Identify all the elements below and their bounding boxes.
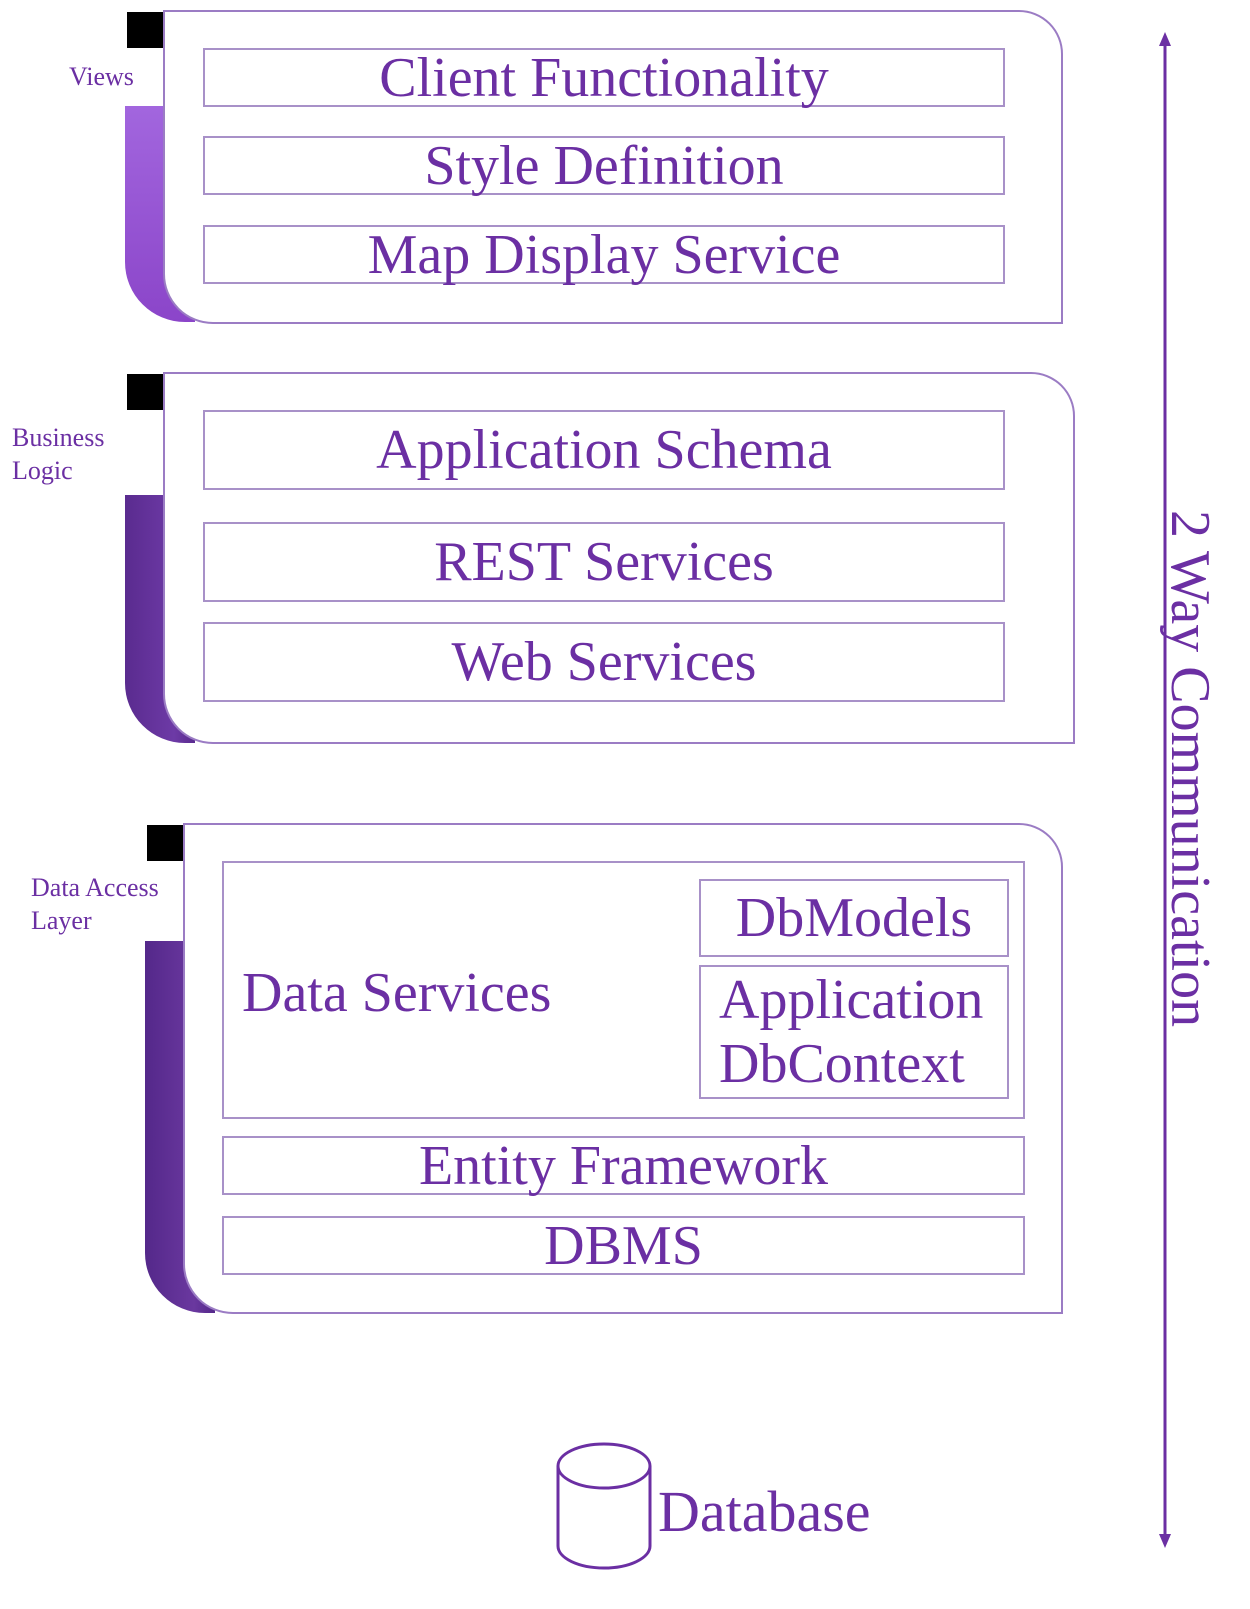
- data-access-tab-marker: [147, 825, 183, 861]
- communication-label: 2 Way Communication: [1159, 510, 1221, 1028]
- data-services-label: Data Services: [242, 962, 552, 1024]
- application-dbcontext-label: Application DbContext: [719, 969, 984, 1095]
- rest-services-box: REST Services: [203, 522, 1005, 602]
- data-access-layer: Data Services DbModels Application DbCon…: [145, 823, 1065, 1315]
- views-tab-marker: [127, 12, 163, 48]
- views-label: Views: [69, 62, 134, 91]
- data-access-label: Data Access Layer: [31, 873, 159, 935]
- entity-framework-box: Entity Framework: [222, 1136, 1025, 1195]
- views-layer: Client Functionality Style Definition Ma…: [125, 10, 1065, 325]
- business-logic-layer: Application Schema REST Services Web Ser…: [125, 372, 1077, 745]
- dbms-box: DBMS: [222, 1216, 1025, 1275]
- dbmodels-box: DbModels: [699, 879, 1009, 957]
- business-logic-panel: [163, 372, 1075, 744]
- two-way-arrow-icon: [1159, 32, 1171, 1548]
- map-display-service-box: Map Display Service: [203, 225, 1005, 284]
- data-access-panel: [183, 823, 1063, 1314]
- style-definition-box: Style Definition: [203, 136, 1005, 195]
- business-logic-label: Business Logic: [12, 423, 105, 485]
- database-cylinder-icon: [556, 1442, 652, 1570]
- application-dbcontext-box: Application DbContext: [699, 965, 1009, 1099]
- data-services-box: Data Services DbModels Application DbCon…: [222, 861, 1025, 1119]
- application-schema-box: Application Schema: [203, 410, 1005, 490]
- views-panel: [163, 10, 1063, 324]
- client-functionality-box: Client Functionality: [203, 48, 1005, 107]
- database-label: Database: [658, 1479, 871, 1544]
- web-services-box: Web Services: [203, 622, 1005, 702]
- business-logic-tab-marker: [127, 374, 163, 410]
